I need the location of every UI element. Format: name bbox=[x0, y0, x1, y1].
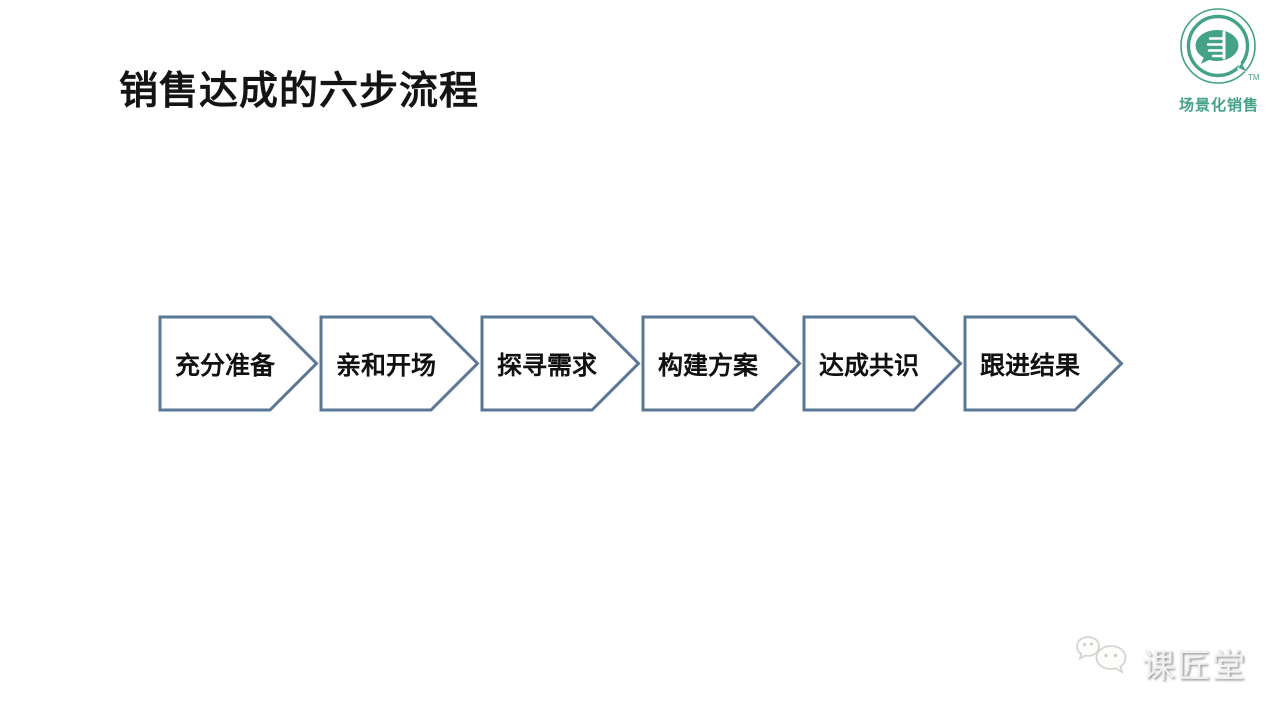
step-label: 亲和开场 bbox=[335, 351, 436, 380]
pentagon-arrow-shape bbox=[963, 315, 1124, 412]
process-step-4: 构建方案 bbox=[641, 315, 802, 412]
step-label: 探寻需求 bbox=[496, 351, 597, 380]
trademark-glyph: TM bbox=[1248, 73, 1260, 82]
process-step-1: 充分准备 bbox=[158, 315, 319, 412]
brand-logo-icon: TM bbox=[1177, 8, 1261, 92]
step-label: 充分准备 bbox=[174, 351, 275, 380]
process-step-2: 亲和开场 bbox=[319, 315, 480, 412]
watermark: 课匠堂 bbox=[1074, 634, 1247, 691]
page-title: 销售达成的六步流程 bbox=[119, 70, 480, 113]
pentagon-arrow-shape bbox=[158, 315, 319, 412]
brand-logo: TM 场景化销售 bbox=[1174, 6, 1264, 115]
pentagon-arrow-shape bbox=[480, 315, 641, 412]
pentagon-arrow-shape bbox=[319, 315, 480, 412]
pentagon-arrow-shape bbox=[802, 315, 963, 412]
pentagon-arrow-shape bbox=[641, 315, 802, 412]
process-step-6: 跟进结果 bbox=[963, 315, 1124, 412]
process-step-3: 探寻需求 bbox=[480, 315, 641, 412]
step-label: 达成共识 bbox=[818, 351, 919, 380]
brand-name: 场景化销售 bbox=[1178, 97, 1259, 114]
step-label: 构建方案 bbox=[657, 351, 758, 380]
watermark-text: 课匠堂 bbox=[1142, 646, 1247, 684]
step-label: 跟进结果 bbox=[979, 351, 1080, 380]
process-flow: 充分准备 亲和开场 探寻需求 构建方案 达成共识 bbox=[158, 315, 1124, 412]
process-step-5: 达成共识 bbox=[802, 315, 963, 412]
wechat-icon bbox=[1074, 634, 1136, 691]
